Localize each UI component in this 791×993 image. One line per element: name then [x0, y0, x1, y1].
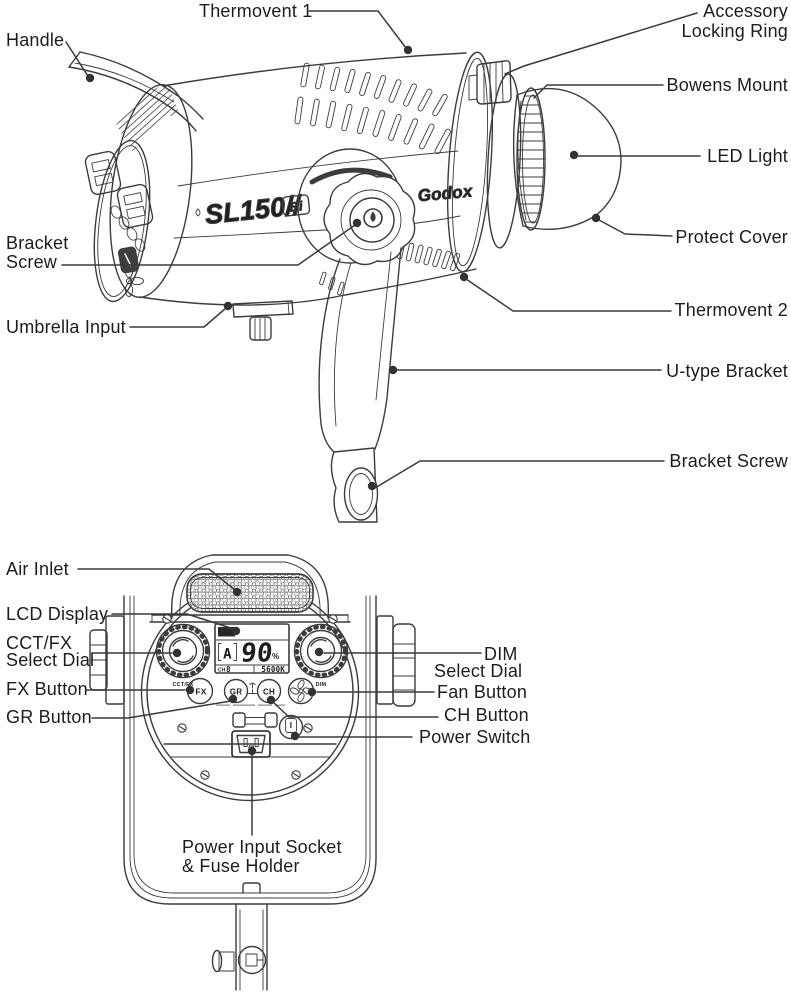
handle — [68, 51, 204, 132]
lcd-group: A — [223, 647, 232, 663]
brand-logo-text: Godox — [417, 182, 475, 206]
lcd-channel-prefix: CH — [218, 668, 226, 674]
u-bracket-assembly — [297, 148, 416, 523]
bottom-bracket-screw — [343, 467, 379, 521]
label-dim-dial-1: DIM — [484, 644, 518, 664]
brand-drop-icon — [370, 211, 376, 222]
yoke-right — [365, 595, 416, 859]
lcd-display: LED A 90 % CH 8 5600K — [214, 623, 290, 674]
dim-select-dial[interactable]: DIM — [295, 625, 348, 689]
label-power-input-2: & Fuse Holder — [182, 856, 300, 876]
protect-cover-dome — [512, 87, 622, 231]
label-thermovent2: Thermovent 2 — [675, 300, 788, 320]
label-cct-fx-dial-2: Select Dial — [6, 650, 94, 670]
rear-panel-controls — [84, 150, 154, 297]
label-ch-button: CH Button — [444, 705, 529, 725]
labels-rear-view: Air Inlet LCD Display CCT/FX Select Dial… — [6, 559, 530, 876]
label-power-switch: Power Switch — [419, 727, 530, 747]
lcd-color-temp: 5600K — [261, 665, 285, 674]
label-bracket-screw-left-2: Screw — [6, 252, 58, 272]
model-suffix-text: Bi — [289, 198, 304, 214]
fine-print-row — [216, 704, 285, 706]
side-view-drawing: SL150// Bi Godox — [68, 51, 622, 523]
dial-left-engraving: CCT/FX — [172, 682, 193, 688]
label-u-type-bracket: U-type Bracket — [666, 361, 788, 381]
lamp-body — [139, 52, 477, 306]
leader-lines — [61, 10, 701, 836]
leader-dots — [85, 45, 601, 756]
vent-ring-hatch — [116, 83, 179, 152]
dial-right-engraving: DIM — [316, 682, 327, 688]
label-accessory-locking-ring-1: Accessory — [703, 1, 788, 21]
power-switch[interactable]: I — [278, 714, 304, 740]
label-lcd-display: LCD Display — [6, 604, 108, 624]
pairing-id-icon — [248, 682, 257, 694]
label-handle: Handle — [6, 30, 64, 50]
stand-mount — [211, 903, 268, 991]
power-on-mark: I — [290, 721, 292, 730]
air-inlet-grille — [186, 573, 314, 613]
accessory-locking-ring — [468, 60, 512, 105]
label-bracket-screw-left-1: Bracket — [6, 233, 68, 253]
u-type-bracket-arm — [318, 258, 341, 453]
lcd-mode: LED — [220, 630, 234, 637]
label-fx-button: FX Button — [6, 679, 88, 699]
fuse-holder — [232, 712, 278, 728]
label-bracket-screw-right: Bracket Screw — [669, 451, 788, 471]
face-top-bar — [149, 614, 351, 623]
stand-mount-block — [330, 447, 378, 523]
thermovent1-slots — [294, 62, 451, 155]
air-inlet-housing — [170, 554, 330, 619]
labels-side-view: Handle Thermovent 1 Accessory Locking Ri… — [6, 1, 789, 471]
label-air-inlet: Air Inlet — [6, 559, 69, 579]
bowens-mount-ring — [516, 87, 546, 231]
tilt-knob — [392, 623, 416, 707]
label-bowens-mount: Bowens Mount — [667, 75, 788, 95]
front-mount — [446, 51, 622, 273]
gr-button-label: GR — [230, 688, 242, 697]
cct-fx-select-dial[interactable]: CCT/FX — [157, 625, 210, 689]
label-umbrella-input: Umbrella Input — [6, 317, 126, 337]
label-gr-button: GR Button — [6, 707, 92, 727]
label-power-input-1: Power Input Socket — [182, 837, 342, 857]
lcd-brightness: 90 — [239, 639, 274, 669]
label-cct-fx-dial-1: CCT/FX — [6, 633, 72, 653]
lcd-percent: % — [272, 652, 279, 661]
umbrella-input — [232, 300, 294, 341]
gr-button[interactable]: GR — [223, 678, 249, 704]
label-protect-cover: Protect Cover — [675, 227, 788, 247]
yoke-left — [89, 595, 135, 859]
lcd-channel: 8 — [226, 665, 231, 674]
label-accessory-locking-ring-2: Locking Ring — [682, 21, 788, 41]
label-thermovent1: Thermovent 1 — [199, 1, 312, 21]
fx-button-label: FX — [195, 687, 206, 697]
label-dim-dial-2: Select Dial — [434, 661, 522, 681]
bottom-plate — [163, 743, 337, 758]
fan-icon — [289, 679, 313, 703]
u-frame — [123, 853, 377, 905]
ch-button-label: CH — [263, 688, 275, 697]
rear-cap — [93, 83, 193, 303]
label-led-light: LED Light — [707, 146, 788, 166]
label-fan-button: Fan Button — [437, 682, 527, 702]
